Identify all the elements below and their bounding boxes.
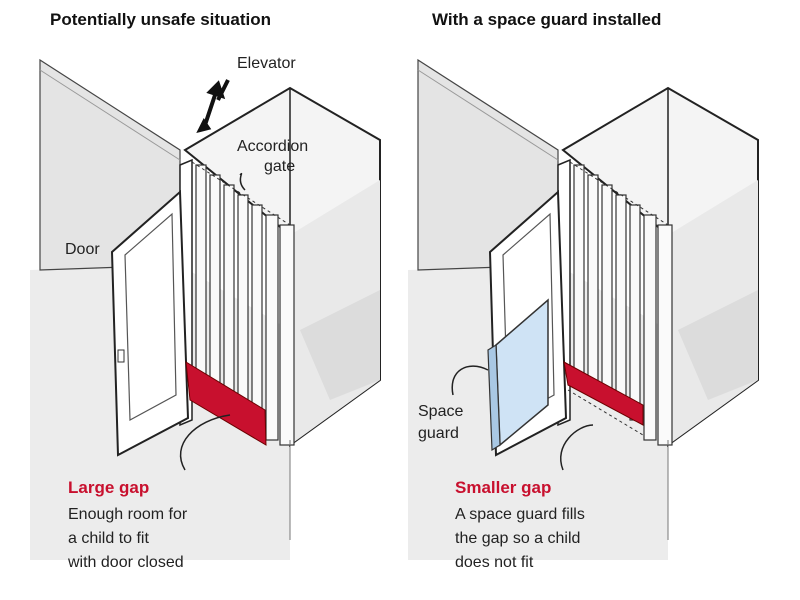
desc-line: A space guard fills [455,506,585,523]
smaller-gap-description: A space guard fills the gap so a child d… [455,503,585,575]
elevator-label: Elevator [237,55,296,72]
large-gap-title: Large gap [68,478,150,497]
accordion-gate-label-1: Accordion [237,138,309,155]
large-gap-description: Enough room for a child to fit with door… [68,503,187,575]
left-scene [29,59,381,561]
desc-line: the gap so a child [455,530,581,547]
space-guard-label-2: guard [418,425,459,442]
elevator-arrows-icon [196,79,230,133]
left-panel-title: Potentially unsafe situation [50,10,272,29]
desc-line: with door closed [68,554,184,571]
smaller-gap-marker [563,361,644,426]
right-scene [407,59,759,561]
space-guard [487,298,549,452]
desc-line: does not fit [455,554,534,571]
door-label: Door [65,241,100,258]
large-gap-marker [185,361,267,446]
smaller-gap-title: Smaller gap [455,478,552,497]
space-guard-arrow-icon [451,365,489,396]
desc-line: Enough room for [68,506,188,523]
smaller-gap-arrow-icon [560,424,594,471]
accordion-gate-label-2: gate [264,158,296,175]
desc-line: a child to fit [68,530,149,547]
space-guard-label-1: Space [418,403,464,420]
large-gap-arrow-icon [179,414,231,471]
right-panel-title: With a space guard installed [432,10,662,29]
